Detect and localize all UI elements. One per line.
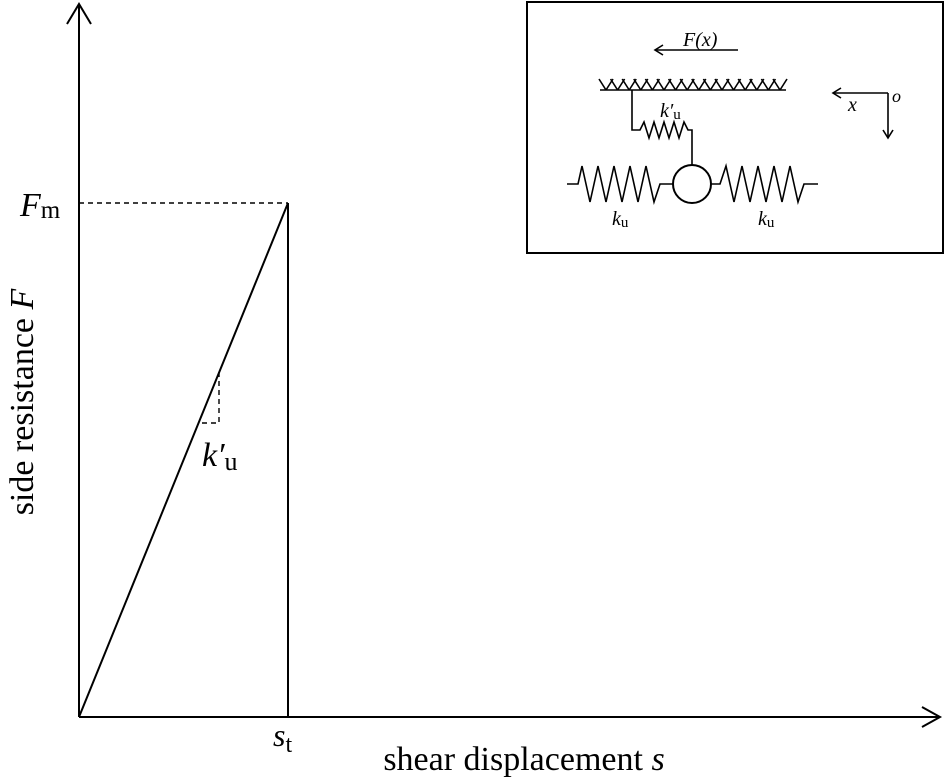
resistance-curve [78,202,289,718]
hatch-mark [725,78,735,91]
left-spring-label: ku [612,208,629,231]
y-axis-arrowhead [66,2,92,25]
hatch-mark [621,78,630,91]
x-axis-title: shear displacement s [383,741,664,778]
hatch-mark [691,78,700,91]
right-spring [711,163,818,205]
coord-origin-label: o [892,86,901,106]
hatch-mark [772,78,781,91]
upper-spring [631,90,693,165]
coord-y-arrowhead [882,129,894,140]
surface-hatching [598,78,788,91]
hatch-mark [760,78,770,91]
hatch-mark [737,78,746,91]
hatch-mark [598,78,607,91]
hatch-mark [749,78,758,91]
hatch-mark [609,78,619,91]
hatch-mark [702,78,712,91]
hatch-mark [644,78,654,91]
hatch-mark [679,78,688,91]
hatch-mark [633,78,642,91]
left-spring [567,165,673,205]
axes [66,2,943,728]
node-circle [672,164,712,204]
x-axis-arrowhead [921,706,943,728]
upper-spring-label: k′u [660,100,681,123]
force-label: F(x) [682,29,718,51]
hatch-mark [667,78,677,91]
hatch-mark [779,78,788,91]
force-arrow-head [653,44,664,56]
coord-x-arrowhead [831,87,842,99]
y-tick-label-fm: Fm [19,187,61,224]
x-tick-label-st: st [273,717,292,758]
inset-frame [526,1,944,254]
hatch-mark [714,78,723,91]
right-spring-label: ku [758,208,775,231]
y-axis-title: side resistance F [4,287,41,515]
slope-label: k′u [202,437,238,476]
slope-triangle [198,372,220,424]
coord-x-label: x [847,94,857,116]
linear-branch [78,202,289,718]
spring-model-inset: F(x) k′u ku ku x o [526,1,944,254]
hatch-mark [656,78,665,91]
